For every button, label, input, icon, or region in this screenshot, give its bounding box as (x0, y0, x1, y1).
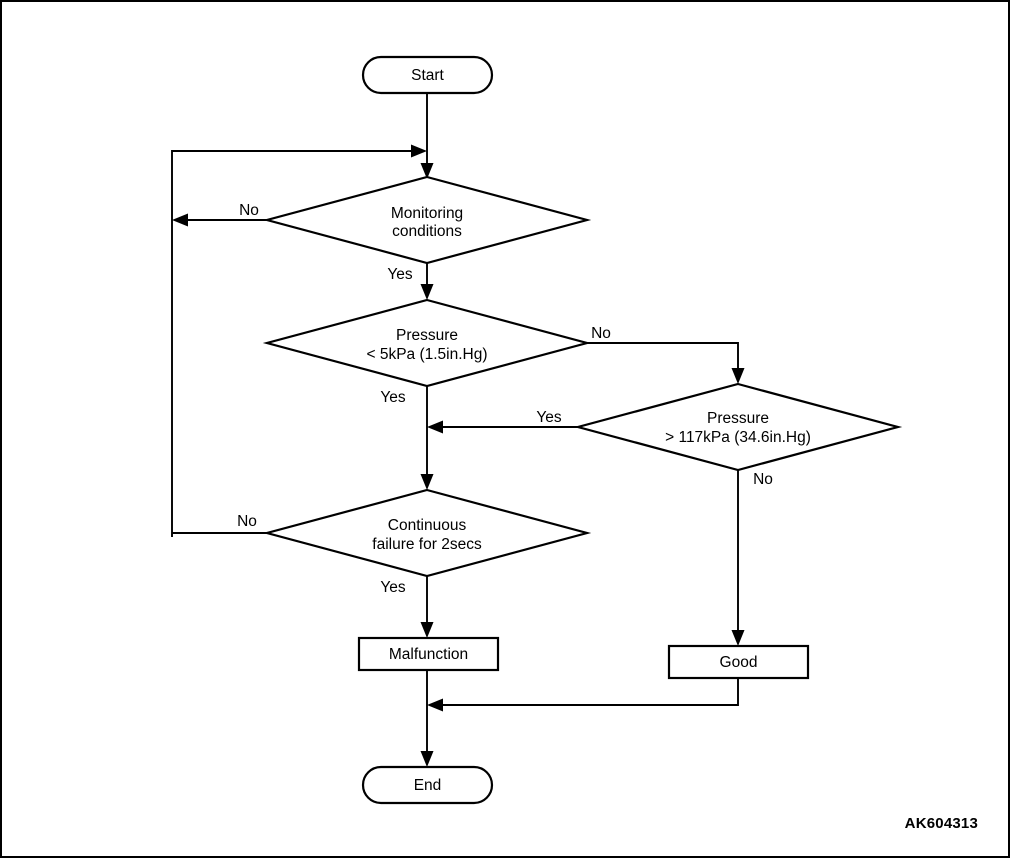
figure-id-code: AK604313 (905, 815, 978, 832)
malfunction-box-shape (357, 636, 500, 672)
arrowhead-left-icon (427, 698, 443, 712)
node-good[interactable]: Good (667, 644, 810, 680)
edge-good-to-end (427, 678, 739, 712)
arrowhead-down-icon (420, 622, 434, 638)
edge-label-monitoring-yes: Yes (387, 266, 413, 283)
edge-label-monitoring-no: No (239, 202, 259, 219)
end-terminator-shape (361, 765, 494, 805)
pressure-low-label-line2: < 5kPa (1.5in.Hg) (366, 346, 487, 363)
pressure-low-label-line1: Pressure (396, 327, 458, 344)
node-pressure-high[interactable]: Pressure > 117kPa (34.6in.Hg) (573, 382, 903, 472)
pressure-high-label-line2: > 117kPa (34.6in.Hg) (665, 429, 811, 446)
continuous-label-line1: Continuous (388, 517, 467, 534)
arrowhead-down-icon (420, 163, 434, 179)
continuous-decision-shape (262, 488, 592, 578)
monitoring-label-line1: Monitoring (391, 205, 463, 222)
node-monitoring-conditions[interactable]: Monitoring conditions (262, 175, 592, 265)
arrowhead-down-icon (420, 751, 434, 767)
edge-monitoring-yes (420, 263, 434, 300)
start-terminator-shape (361, 55, 494, 95)
pressure-low-decision-shape (262, 298, 592, 388)
edge-label-pressure-low-no: No (591, 325, 611, 342)
arrowhead-left-icon (427, 420, 443, 434)
monitoring-label-line2: conditions (392, 223, 462, 240)
arrowhead-down-icon (731, 368, 745, 384)
malfunction-label: Malfunction (389, 646, 468, 663)
pressure-high-decision-shape (573, 382, 903, 472)
good-box-shape (667, 644, 810, 680)
monitoring-decision-shape (262, 175, 592, 265)
edge-label-continuous-yes: Yes (380, 579, 406, 596)
edge-pressure-low-yes (420, 386, 434, 490)
edge-continuous-yes (420, 576, 434, 638)
edge-start-to-monitoring (420, 93, 434, 179)
pressure-high-label-line1: Pressure (707, 410, 769, 427)
node-start[interactable]: Start (361, 55, 494, 95)
continuous-label-line2: failure for 2secs (372, 536, 482, 553)
edge-label-continuous-no: No (237, 513, 257, 530)
arrowhead-down-icon (731, 630, 745, 646)
good-label: Good (720, 654, 758, 671)
arrowhead-left-icon (172, 213, 188, 227)
edge-pressure-high-no (731, 470, 745, 646)
edge-monitoring-no-loop (172, 213, 267, 227)
edge-label-pressure-high-yes: Yes (536, 409, 562, 426)
edge-pressure-high-yes (427, 420, 578, 434)
arrowhead-right-icon (411, 144, 427, 158)
edge-label-pressure-high-no: No (753, 471, 773, 488)
arrowhead-down-icon (420, 474, 434, 490)
arrowhead-down-icon (420, 284, 434, 300)
edge-malfunction-to-end (420, 670, 434, 767)
end-label: End (414, 777, 442, 794)
node-end[interactable]: End (361, 765, 494, 805)
node-continuous-failure[interactable]: Continuous failure for 2secs (262, 488, 592, 578)
node-pressure-low[interactable]: Pressure < 5kPa (1.5in.Hg) (262, 298, 592, 388)
node-malfunction[interactable]: Malfunction (357, 636, 500, 672)
start-label: Start (411, 67, 444, 84)
edge-pressure-low-no (587, 342, 745, 384)
edge-label-pressure-low-yes: Yes (380, 389, 406, 406)
edge-left-return-rail (171, 144, 427, 537)
